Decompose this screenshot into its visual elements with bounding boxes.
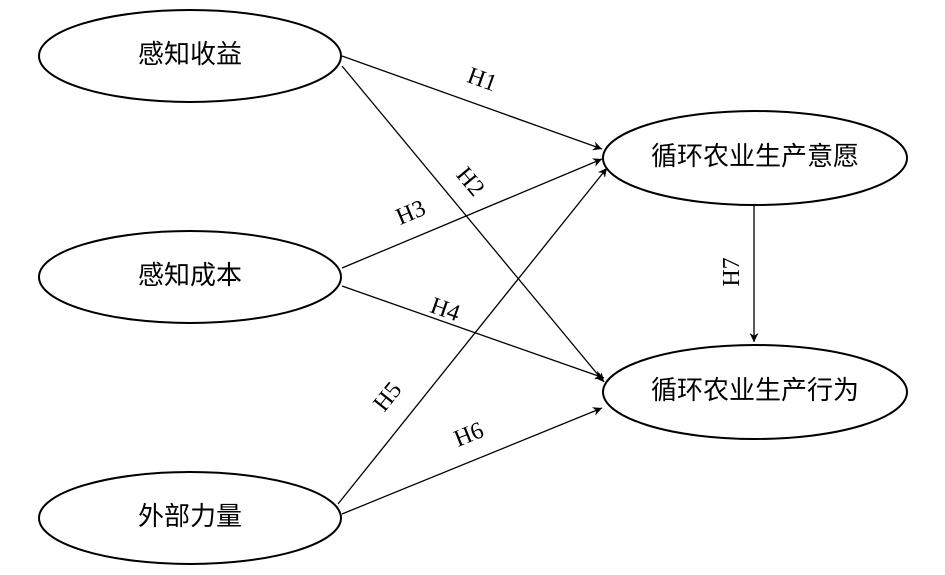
edge-h2 <box>341 65 605 383</box>
edge-h6 <box>341 407 603 515</box>
node-production-behavior: 循环农业生产行为 <box>602 344 908 440</box>
label-h7: H7 <box>719 257 745 286</box>
edge-h1 <box>341 55 603 151</box>
label-h3: H3 <box>392 195 429 230</box>
node-external-force-label: 外部力量 <box>138 502 242 532</box>
node-perceived-benefit-shape <box>38 9 342 103</box>
edges <box>337 55 759 515</box>
node-production-intention-shape <box>602 110 908 206</box>
node-perceived-cost: 感知成本 <box>38 230 342 324</box>
node-perceived-cost-label: 感知成本 <box>138 261 242 291</box>
node-production-intention-label: 循环农业生产意愿 <box>651 142 859 172</box>
edge-h4 <box>341 285 605 380</box>
label-h4: H4 <box>427 293 463 327</box>
node-production-behavior-label: 循环农业生产行为 <box>651 376 859 406</box>
label-h2: H2 <box>451 162 490 201</box>
node-perceived-cost-shape <box>38 230 342 324</box>
node-perceived-benefit: 感知收益 <box>38 9 342 103</box>
node-external-force: 外部力量 <box>38 471 342 565</box>
label-h6: H6 <box>451 417 488 452</box>
node-perceived-benefit-label: 感知收益 <box>138 40 242 70</box>
node-external-force-shape <box>38 471 342 565</box>
label-h5: H5 <box>369 377 408 416</box>
node-production-intention: 循环农业生产意愿 <box>602 110 908 206</box>
edge-h3 <box>341 158 603 269</box>
label-h1: H1 <box>464 63 500 97</box>
edge-h5 <box>337 167 608 505</box>
node-production-behavior-shape <box>602 344 908 440</box>
